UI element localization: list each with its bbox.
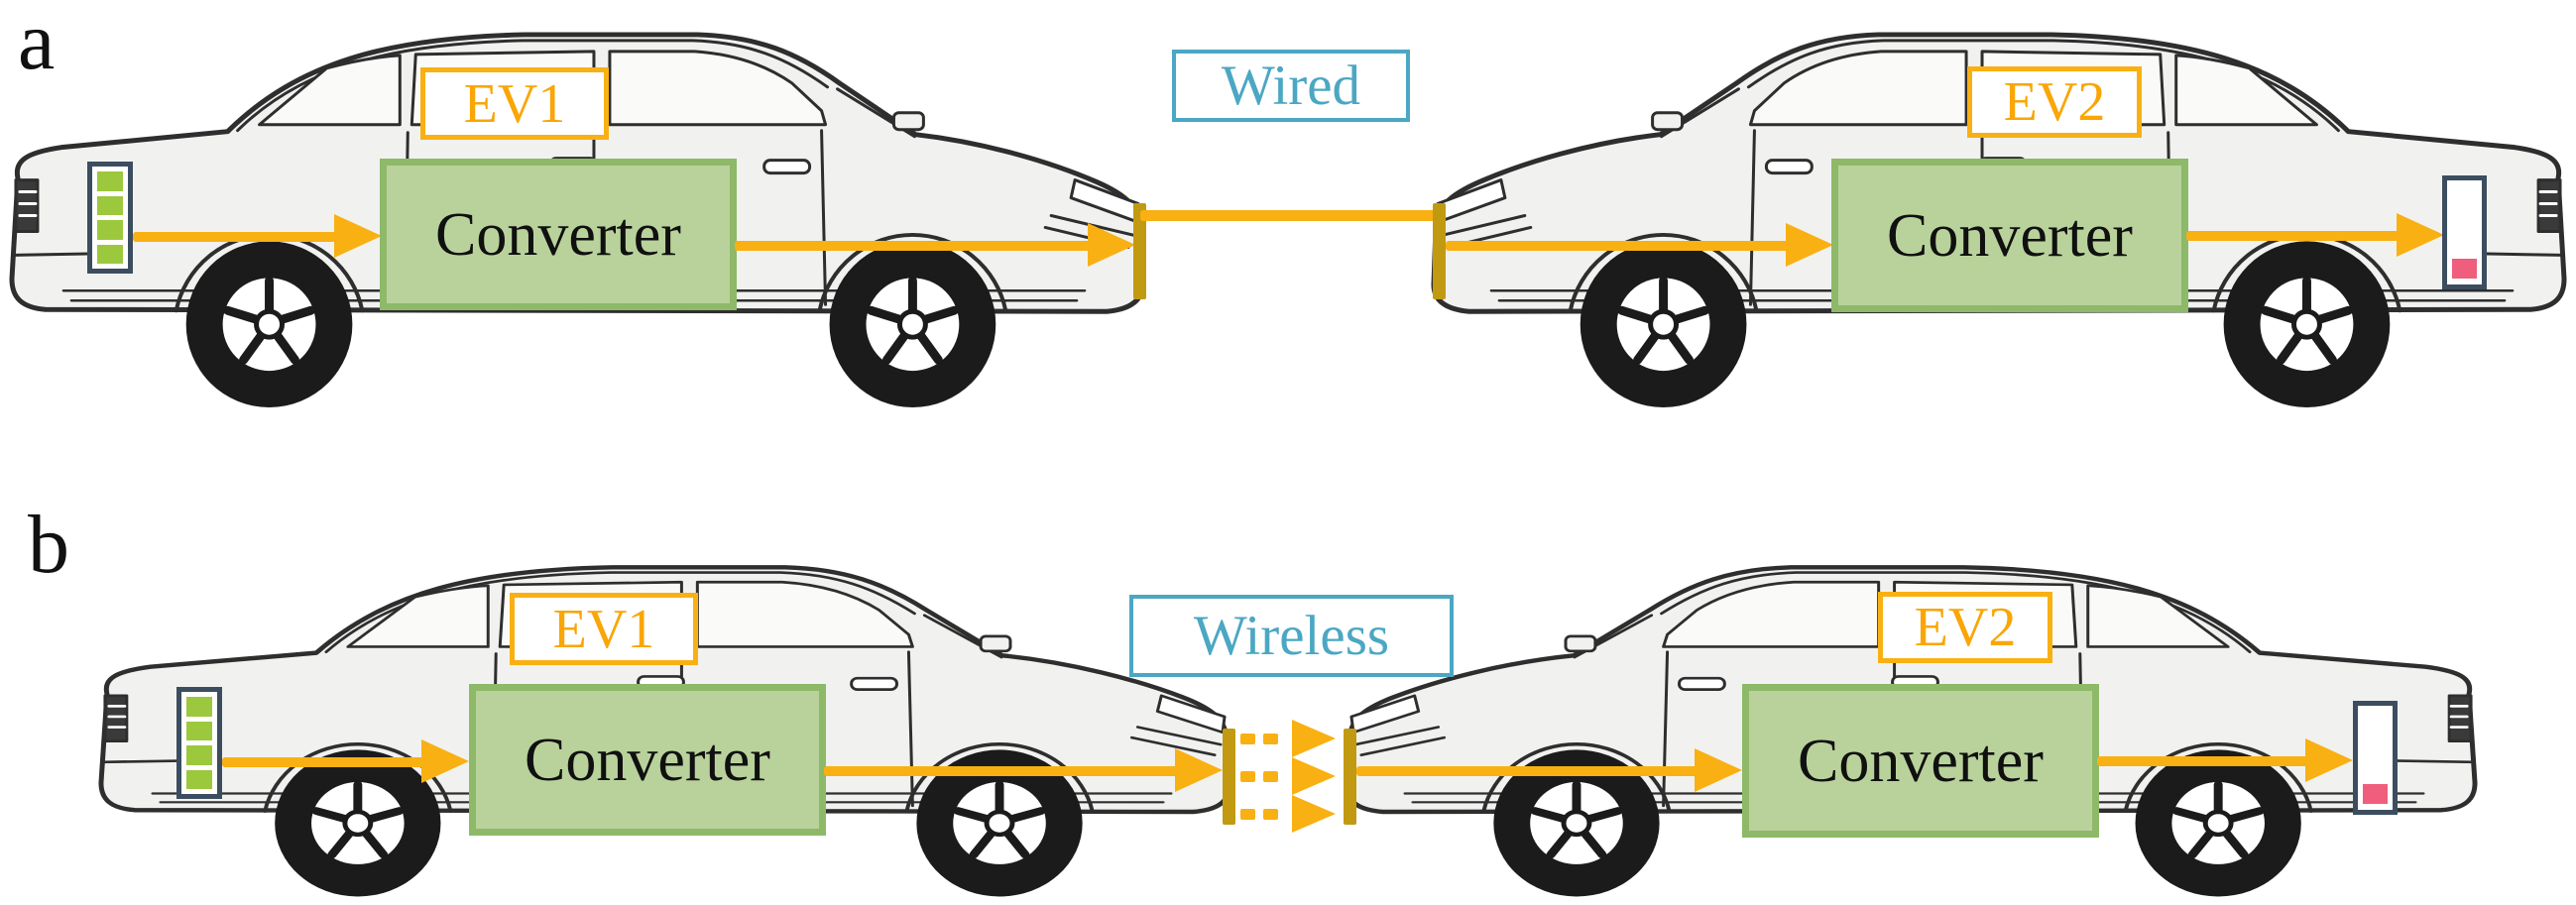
power-arrow-line xyxy=(735,241,1092,251)
arrow-head xyxy=(1292,757,1336,795)
ev1-label-box: EV1 xyxy=(420,67,609,140)
dash xyxy=(1240,809,1255,820)
converter-box-ev1: Converter xyxy=(380,159,737,310)
battery-cell xyxy=(186,745,212,765)
battery-cell xyxy=(97,171,123,191)
battery-cell xyxy=(186,697,212,717)
battery-cell xyxy=(97,220,123,240)
arrow-head xyxy=(1292,795,1336,833)
power-arrow-head xyxy=(334,214,382,258)
wireless-label-box: Wireless xyxy=(1129,595,1454,677)
dash xyxy=(1240,734,1255,744)
power-arrow-head xyxy=(1175,748,1223,792)
battery-indicator-full xyxy=(87,162,133,274)
ev1-label-box: EV1 xyxy=(510,593,698,665)
power-arrow-head xyxy=(1786,223,1833,267)
converter-label: Converter xyxy=(1887,201,2133,270)
battery-cell-low xyxy=(2363,784,2388,804)
power-arrow-head xyxy=(2305,738,2353,782)
charge-port-plate-ev1 xyxy=(1133,203,1146,299)
battery-indicator-full xyxy=(176,687,222,799)
panel-a-label: a xyxy=(18,0,56,87)
converter-label: Converter xyxy=(435,200,681,269)
panel-b-label: b xyxy=(28,499,69,591)
ev1-label: EV1 xyxy=(552,598,655,660)
wireless-coil-plate-ev1 xyxy=(1223,729,1235,825)
converter-box-ev2: Converter xyxy=(1831,159,2188,312)
ev1-label: EV1 xyxy=(463,72,566,135)
power-arrow-head xyxy=(1088,223,1135,267)
charge-port-plate-ev2 xyxy=(1433,203,1446,299)
power-arrow-line xyxy=(824,766,1181,776)
power-arrow-line xyxy=(1446,241,1790,251)
arrow-head xyxy=(1292,720,1336,757)
dash xyxy=(1263,734,1278,744)
power-arrow-line xyxy=(2186,231,2400,241)
wired-link-cable xyxy=(1140,210,1440,221)
wireless-label: Wireless xyxy=(1193,605,1390,667)
dash xyxy=(1240,771,1255,782)
converter-box-ev2: Converter xyxy=(1742,684,2099,838)
wired-label: Wired xyxy=(1221,55,1361,117)
power-arrow-head xyxy=(421,739,469,783)
ev2-label-box: EV2 xyxy=(1878,592,2052,663)
battery-cell xyxy=(97,195,123,215)
battery-cell xyxy=(186,721,212,740)
battery-indicator-low xyxy=(2353,701,2398,815)
ev2-label: EV2 xyxy=(2003,71,2106,133)
ev2-label-box: EV2 xyxy=(1967,66,2142,138)
power-arrow-line xyxy=(2097,756,2309,766)
power-arrow-head xyxy=(1695,748,1742,792)
wired-label-box: Wired xyxy=(1172,50,1410,122)
converter-box-ev1: Converter xyxy=(469,684,826,836)
battery-cell-low xyxy=(2452,259,2477,279)
power-arrow-head xyxy=(2397,213,2444,257)
converter-label: Converter xyxy=(525,726,770,794)
battery-indicator-low xyxy=(2442,175,2487,289)
power-arrow-line xyxy=(133,232,346,242)
ev2-label: EV2 xyxy=(1914,597,2017,658)
dash xyxy=(1263,771,1278,782)
power-arrow-line xyxy=(1356,766,1698,776)
wireless-coil-plate-ev2 xyxy=(1344,729,1356,825)
converter-label: Converter xyxy=(1798,727,2044,795)
power-arrow-line xyxy=(222,757,429,767)
battery-cell xyxy=(186,769,212,789)
dash xyxy=(1263,809,1278,820)
battery-cell xyxy=(97,244,123,264)
